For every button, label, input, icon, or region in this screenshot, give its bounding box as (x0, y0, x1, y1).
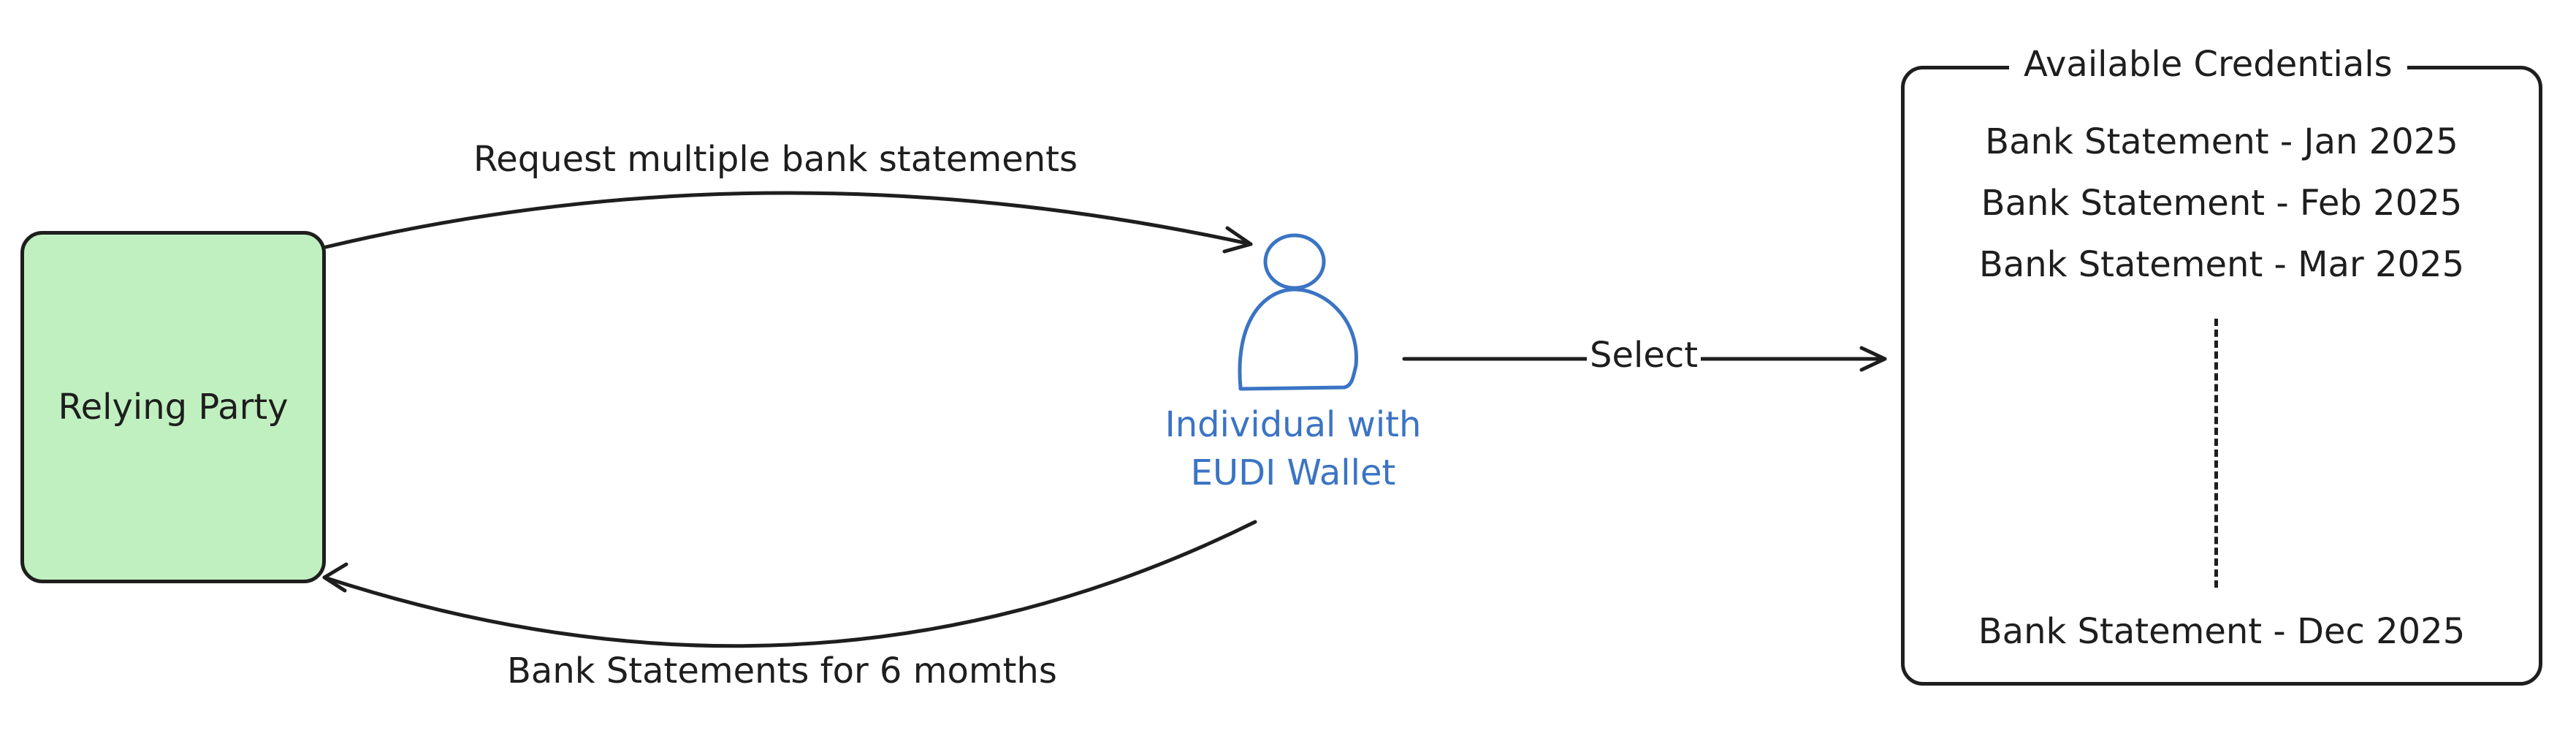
response-arrowhead (322, 562, 348, 593)
request-label: Request multiple bank statements (473, 139, 1078, 180)
relying-party-label: Relying Party (58, 387, 289, 428)
person-icon (1238, 233, 1358, 391)
more-items-dashed-line (2214, 319, 2218, 588)
credential-item: Bank Statement - Jan 2025 (1985, 121, 2458, 162)
select-label: Select (1587, 335, 1702, 376)
individual-label: Individual with EUDI Wallet (1096, 401, 1490, 497)
credential-item: Bank Statement - Feb 2025 (1981, 183, 2463, 224)
credential-item: Bank Statement - Dec 2025 (1978, 611, 2466, 652)
request-arrow (324, 191, 1253, 249)
individual-label-line1: Individual with (1165, 404, 1422, 445)
individual-label-line2: EUDI Wallet (1190, 452, 1396, 493)
select-arrowhead (1859, 346, 1887, 372)
response-arrow (322, 520, 1257, 648)
request-arrowhead (1222, 226, 1253, 254)
credential-item: Bank Statement - Mar 2025 (1978, 244, 2465, 285)
response-label: Bank Statements for 6 momths (507, 651, 1057, 691)
relying-party-box: Relying Party (20, 231, 326, 583)
available-credentials-title: Available Credentials (2009, 44, 2407, 85)
